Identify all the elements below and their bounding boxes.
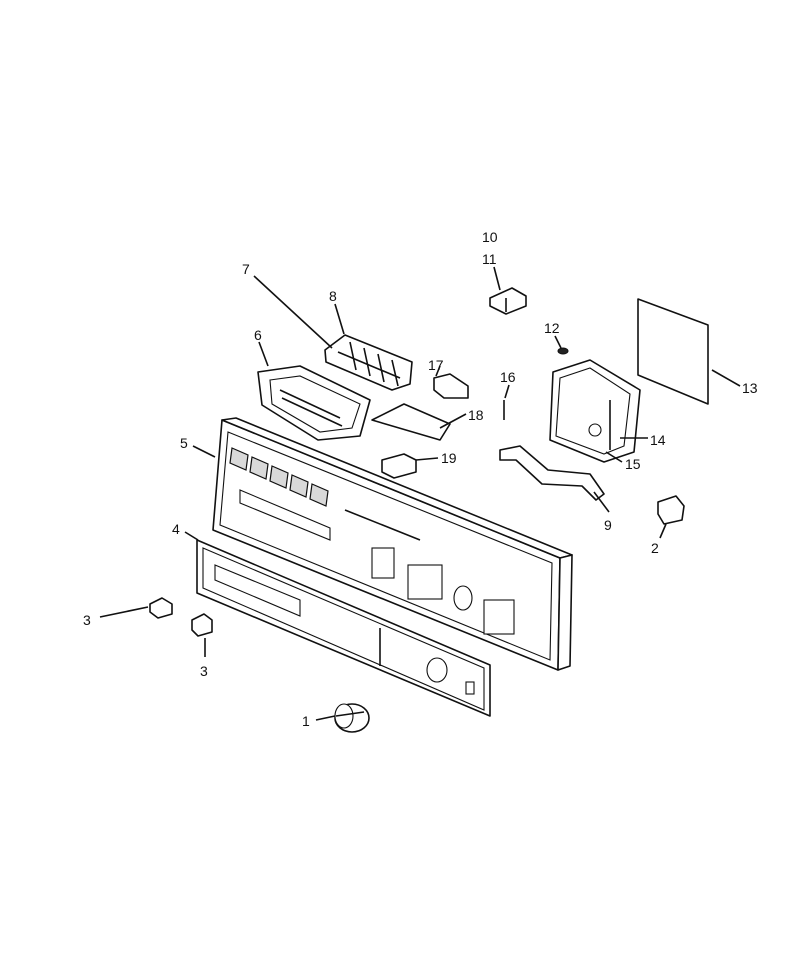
callout-15: 15 xyxy=(625,456,641,472)
callout-9: 9 xyxy=(604,517,612,533)
callout-3a: 3 xyxy=(83,612,91,628)
callout-18: 18 xyxy=(468,407,484,423)
part-12-pin xyxy=(557,347,569,355)
leader-lines xyxy=(99,266,741,721)
callout-10: 10 xyxy=(482,229,498,245)
part-3-button-a xyxy=(149,597,173,619)
part-1-knob xyxy=(334,703,370,733)
part-14-15-timer xyxy=(549,359,641,463)
panel-slot-row xyxy=(229,447,329,507)
callout-3b: 3 xyxy=(200,663,208,679)
part-8-switch-bank xyxy=(324,334,413,391)
part-13-insulation-sheet xyxy=(637,298,709,405)
callout-labels: 1 2 3 3 4 5 6 7 8 9 10 11 12 13 14 15 16… xyxy=(83,229,758,729)
part-9-wire-harness xyxy=(499,445,605,501)
callout-5: 5 xyxy=(180,435,188,451)
callout-13: 13 xyxy=(742,380,758,396)
callout-6: 6 xyxy=(254,327,262,343)
callout-2: 2 xyxy=(651,540,659,556)
part-3-button-b xyxy=(191,613,213,637)
callout-4: 4 xyxy=(172,521,180,537)
callout-11: 11 xyxy=(482,251,497,267)
callout-12: 12 xyxy=(544,320,560,336)
part-17-clip xyxy=(433,373,469,399)
callout-16: 16 xyxy=(500,369,516,385)
part-2-connector xyxy=(657,495,685,525)
part-19-switch xyxy=(381,453,417,479)
callout-8: 8 xyxy=(329,288,337,304)
part-5-control-panel-housing xyxy=(212,417,573,671)
part-18-circuit-sheet xyxy=(371,403,451,441)
callout-17: 17 xyxy=(428,357,444,373)
callout-7: 7 xyxy=(242,261,250,277)
callout-14: 14 xyxy=(650,432,666,448)
part-4-front-fascia xyxy=(196,539,491,717)
part-10-11-module xyxy=(489,287,527,315)
callout-1: 1 xyxy=(302,713,310,729)
part-6-bracket xyxy=(257,365,371,441)
callout-19: 19 xyxy=(441,450,457,466)
